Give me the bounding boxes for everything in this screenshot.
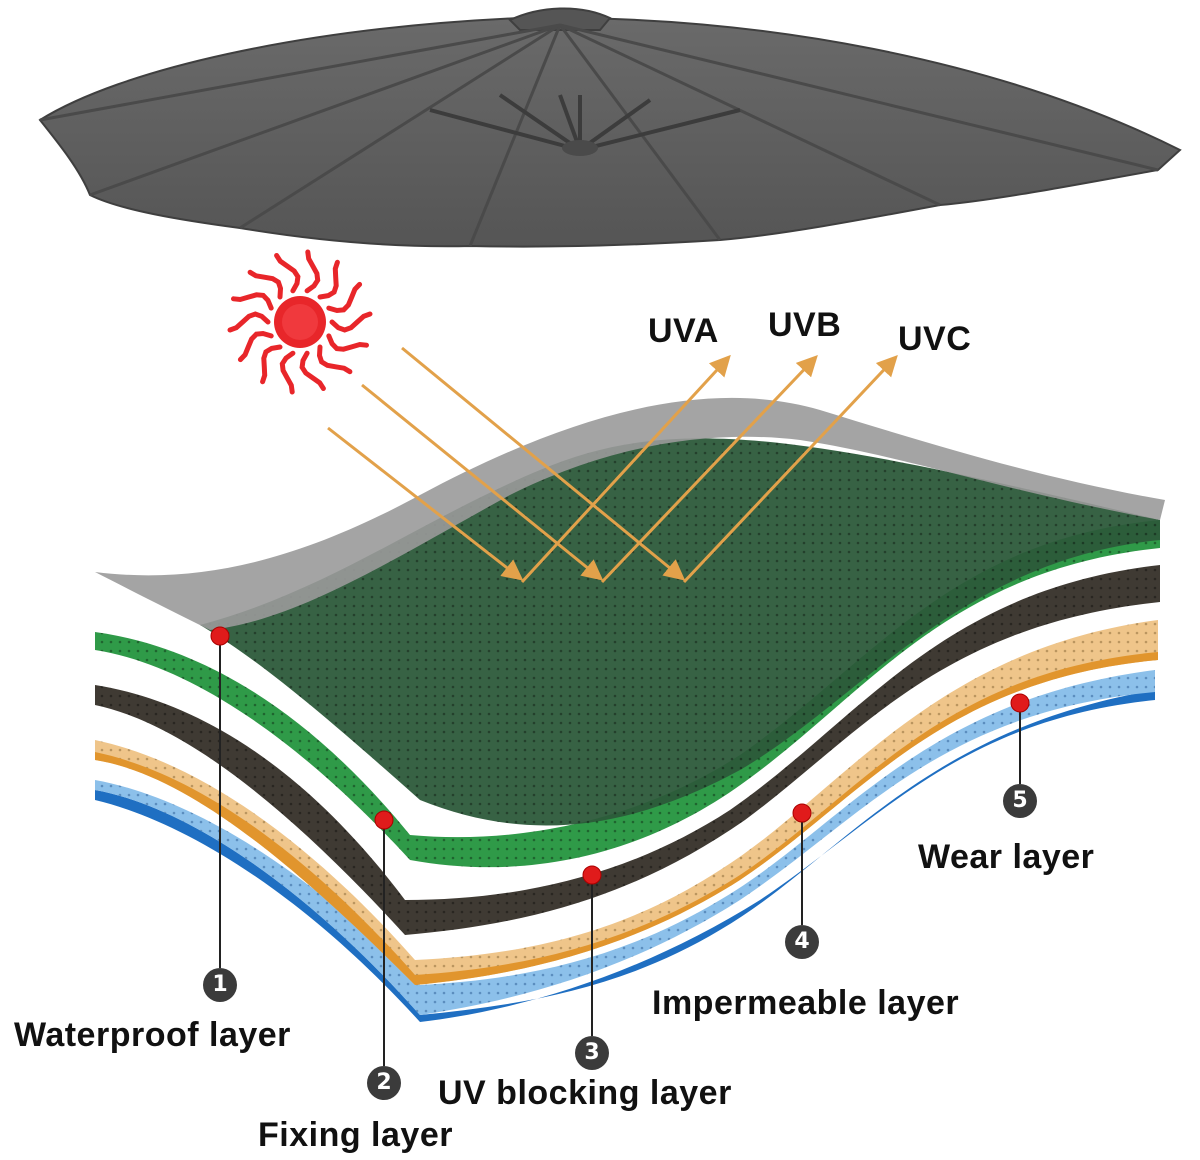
sun-ray — [227, 311, 271, 333]
uv-arrows — [327, 346, 898, 584]
marker-impermeable — [792, 803, 812, 823]
layer-gray-waterproof — [95, 397, 1165, 630]
sun-ray — [326, 281, 363, 314]
label-fixing-layer: Fixing layer — [258, 1116, 453, 1154]
marker-uv-blocking — [582, 865, 602, 885]
sun-ray — [231, 292, 274, 311]
sun-ray — [247, 269, 284, 300]
sun-ray — [329, 311, 373, 333]
incoming-ray-2 — [361, 383, 604, 581]
badge-2: 2 — [367, 1066, 401, 1100]
umbrella-canopy — [38, 7, 1182, 248]
badge-1: 1 — [203, 968, 237, 1002]
label-uvc: UVC — [898, 320, 972, 358]
sun-ray — [304, 249, 321, 294]
marker-fixing — [374, 810, 394, 830]
badge-3: 3 — [575, 1036, 609, 1070]
sun-ray — [299, 350, 326, 391]
sun-ray — [279, 350, 296, 395]
sun-ray — [326, 333, 369, 352]
label-uvb: UVB — [768, 306, 842, 344]
sun-ray — [260, 344, 283, 385]
reflected-ray-uva — [520, 354, 731, 584]
marker-wear — [1010, 693, 1030, 713]
sun-ray — [274, 253, 301, 294]
incoming-ray-3 — [401, 346, 686, 581]
sun-ray — [317, 259, 340, 300]
sun-ray — [237, 330, 274, 363]
leaders — [219, 638, 1021, 1066]
label-wear-layer: Wear layer — [918, 838, 1095, 876]
layer-stack — [95, 397, 1165, 1022]
badge-4: 4 — [785, 925, 819, 959]
marker-waterproof — [210, 626, 230, 646]
label-uv-blocking-layer: UV blocking layer — [438, 1074, 732, 1112]
badge-5: 5 — [1003, 784, 1037, 818]
reflected-ray-uvb — [600, 354, 818, 584]
sun-icon — [227, 249, 373, 395]
label-impermeable-layer: Impermeable layer — [652, 984, 960, 1022]
incoming-ray-1 — [327, 426, 524, 581]
label-uva: UVA — [648, 312, 719, 350]
reflected-ray-uvc — [682, 354, 898, 584]
label-waterproof-layer: Waterproof layer — [14, 1016, 291, 1054]
sun-ray — [316, 344, 353, 375]
